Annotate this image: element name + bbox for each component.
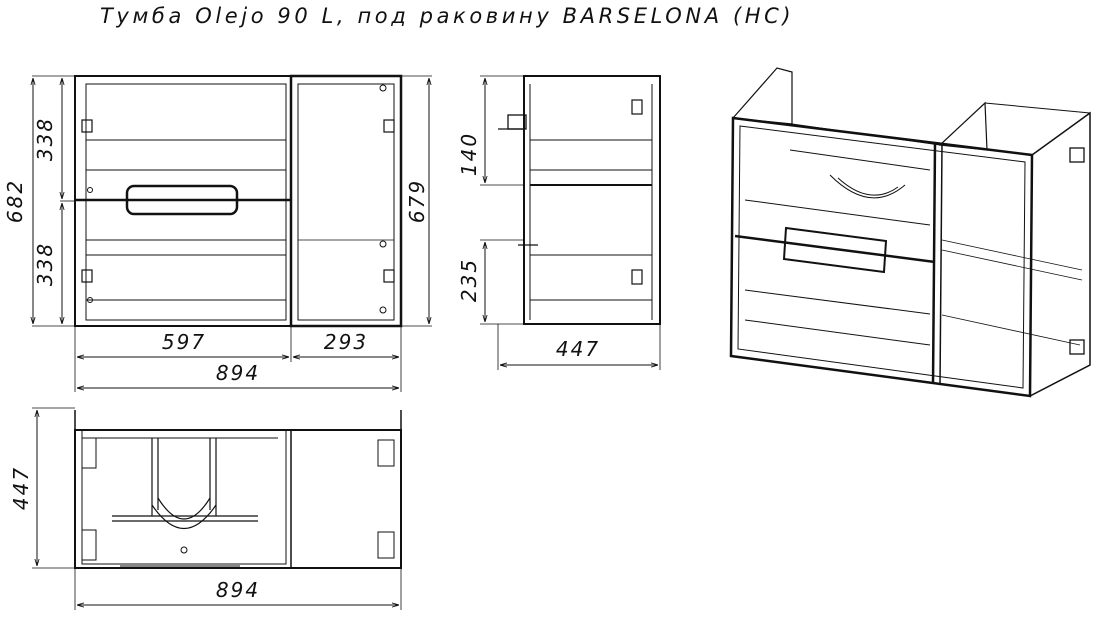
- drawing-title: Тумба Olejo 90 L, под раковину BARSELONA…: [100, 4, 795, 28]
- side-dimensions: 140 235 447: [457, 75, 661, 370]
- dim-top-width: 894: [216, 578, 260, 602]
- dim-height-right: 679: [405, 179, 429, 223]
- front-view: [74, 74, 403, 328]
- side-outline: [523, 75, 661, 325]
- side-view: [498, 75, 661, 325]
- iso-side-face: [1029, 111, 1091, 398]
- dim-height-total: 682: [3, 179, 27, 223]
- dim-side-depth: 447: [556, 337, 600, 361]
- drawer-handle: [125, 184, 239, 216]
- top-outline: [74, 429, 402, 569]
- front-dimensions: 338 338 682 679 597 293 894: [3, 75, 432, 392]
- dim-top-depth: 447: [9, 466, 33, 510]
- dim-side-top: 140: [457, 132, 481, 176]
- dim-side-bottom: 235: [457, 258, 481, 302]
- dim-width-total: 894: [216, 361, 260, 385]
- top-view: [74, 410, 402, 569]
- isometric-view: [729, 67, 1091, 398]
- dim-width-right: 293: [324, 330, 368, 354]
- door-panel: [289, 74, 403, 328]
- dim-width-left: 597: [162, 330, 206, 354]
- dim-height-lower: 338: [33, 242, 57, 286]
- dim-height-upper: 338: [33, 117, 57, 161]
- top-dimensions: 447 894: [9, 407, 402, 610]
